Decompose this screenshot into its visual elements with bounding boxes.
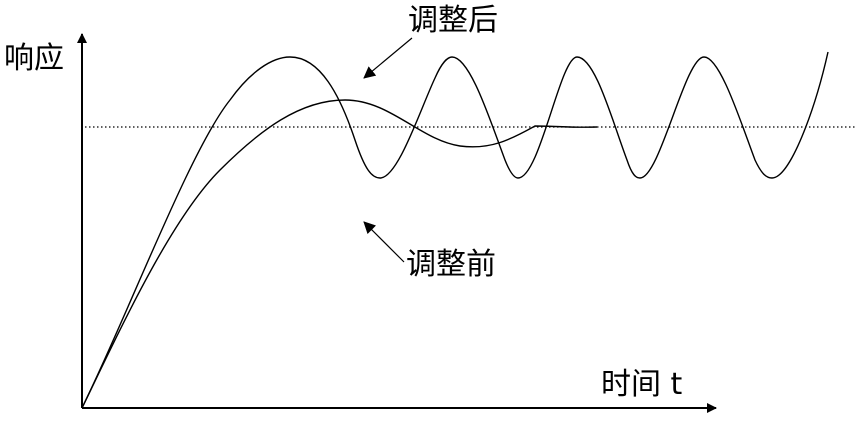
before-adjustment-label: 调整前: [406, 247, 496, 282]
x-axis-label: 时间 t: [601, 367, 683, 402]
before-label-arrow: [363, 221, 405, 263]
before-adjustment-curve: [81, 99, 598, 409]
after-label-arrow: [363, 37, 413, 79]
after-adjustment-label: 调整后: [408, 3, 498, 38]
y-axis-label: 响应: [4, 41, 64, 76]
after-adjustment-curve: [81, 51, 829, 409]
